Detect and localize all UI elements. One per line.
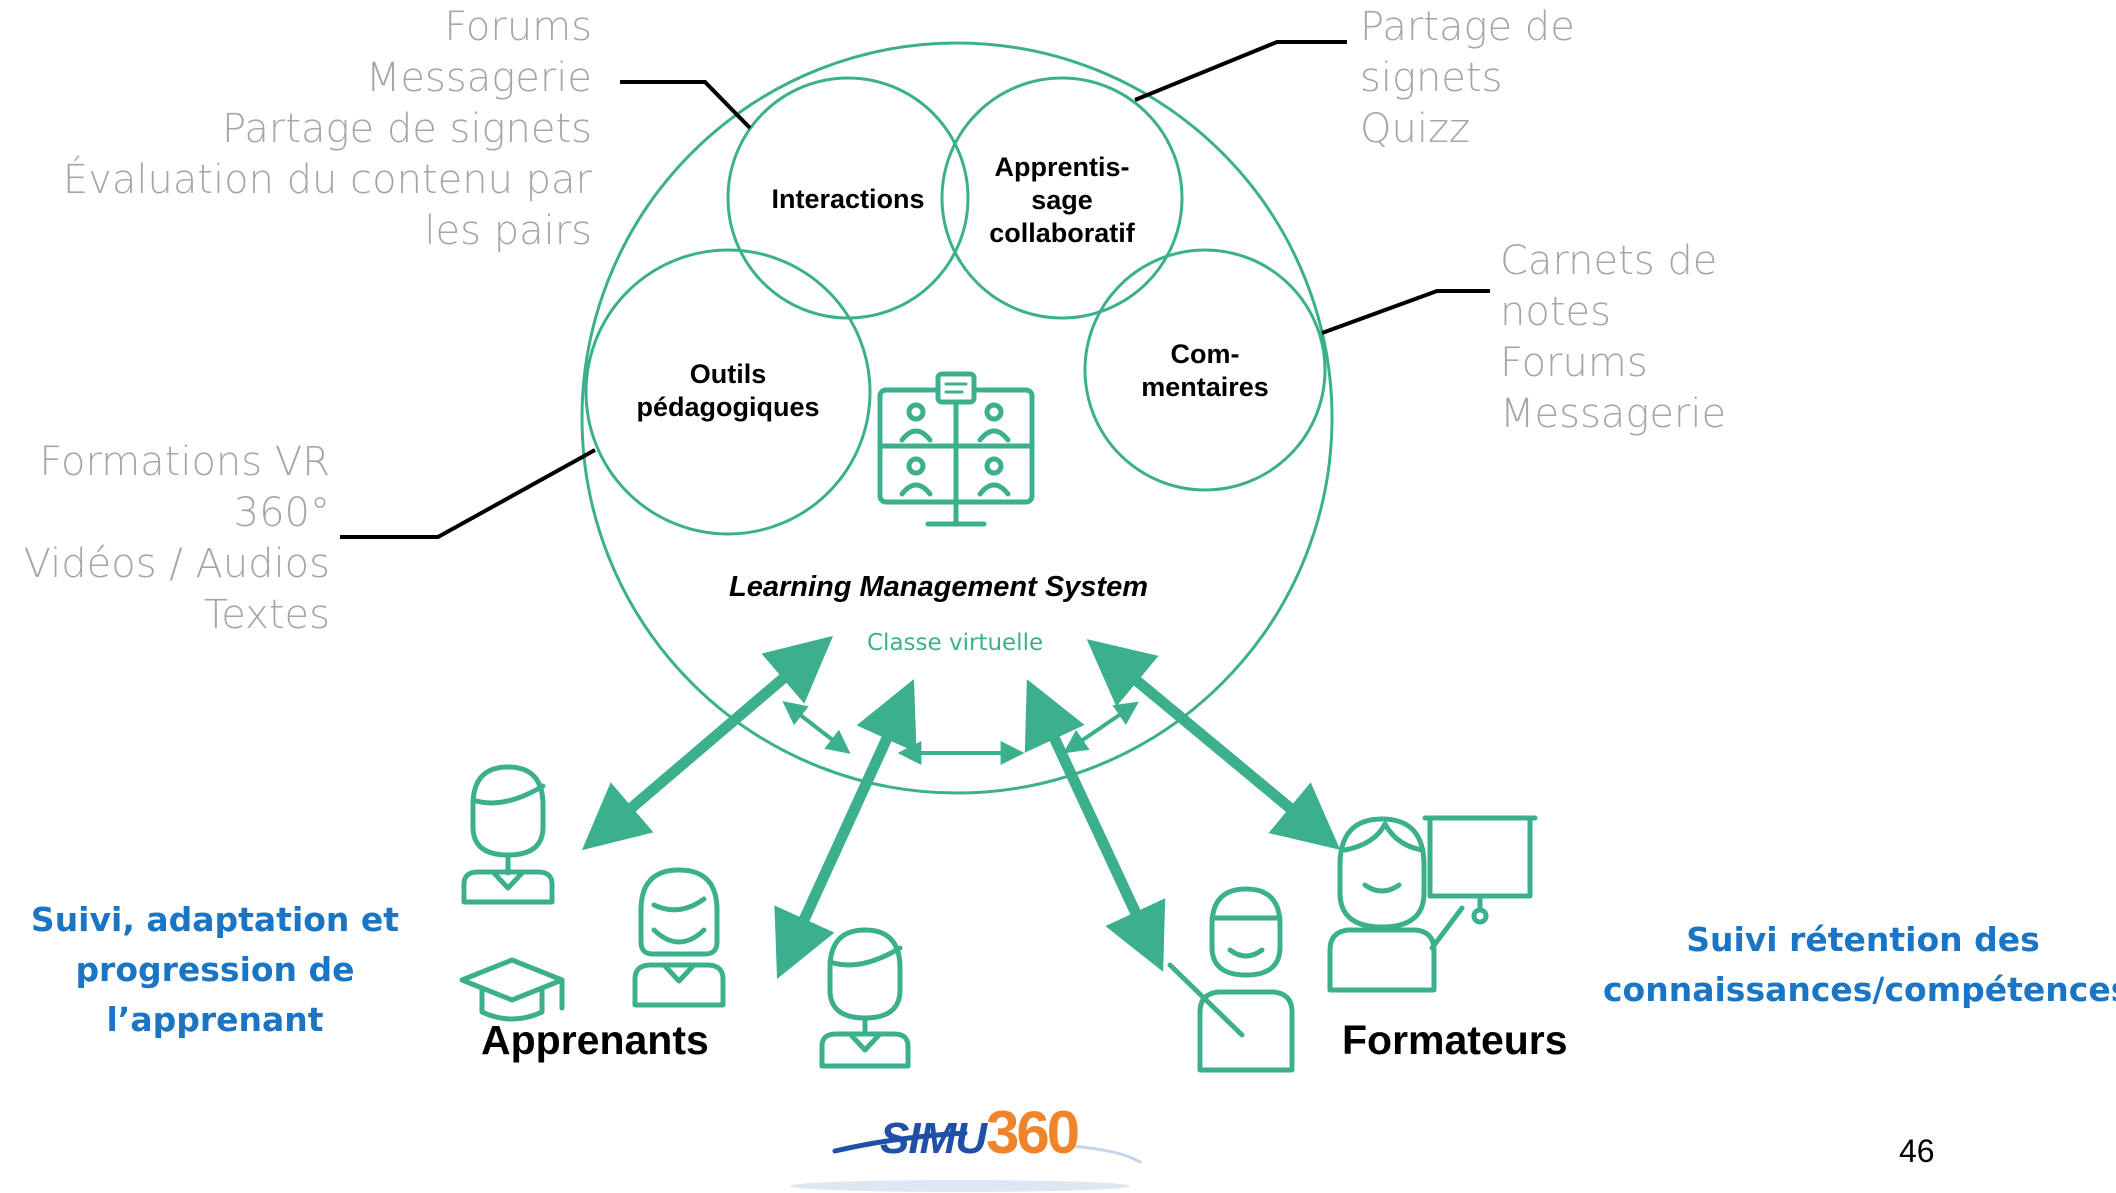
commentaires-label: Com- mentaires	[1105, 338, 1305, 404]
learner-tracking-note: Suivi, adaptation et progression de l’ap…	[20, 895, 410, 1045]
learner-icon-1	[461, 764, 555, 905]
annotation-top-left: Forums Messagerie Partage de signets Éva…	[63, 2, 592, 257]
apprentissage-label: Apprentis- sage collaboratif	[962, 151, 1162, 250]
annotation-line: Formations VR	[39, 439, 330, 485]
annotation-top-right: Partage de signets Quizz	[1360, 2, 1575, 155]
annotation-right: Carnets de notes Forums Messagerie	[1500, 236, 1726, 440]
interactions-label: Interactions	[748, 183, 948, 216]
annotation-line: Partage de	[1360, 4, 1575, 50]
annotation-line: Messagerie	[365, 55, 592, 101]
arrow-lms-trainer-1	[1024, 679, 1166, 972]
annotation-left: Formations VR 360° Vidéos / Audios Texte…	[24, 437, 330, 641]
circle-label-line: Interactions	[771, 184, 925, 214]
connector-top-right	[1134, 40, 1347, 102]
annotation-line: Forums	[444, 4, 592, 50]
logo-360-text: 360	[986, 1099, 1080, 1166]
lms-title: Learning Management System	[729, 571, 1148, 603]
note-line: connaissances/compétences	[1603, 970, 2116, 1009]
annotation-line: Évaluation du contenu par	[62, 157, 592, 203]
annotation-line: signets	[1360, 55, 1503, 101]
logo-simu-text: SIMU	[880, 1114, 987, 1163]
trainer-icon-2	[1327, 815, 1538, 993]
outils-label: Outils pédagogiques	[618, 358, 838, 424]
annotation-line: Forums	[1500, 340, 1648, 386]
annotation-line: notes	[1500, 289, 1611, 335]
logo-shadow	[790, 1180, 1130, 1192]
note-line: l’apprenant	[106, 1000, 324, 1039]
note-line: Suivi, adaptation et	[30, 900, 400, 939]
retention-tracking-note: Suivi rétention des connaissances/compét…	[1603, 915, 2116, 1015]
annotation-line: Quizz	[1360, 106, 1470, 152]
learners-label: Apprenants	[481, 1017, 709, 1063]
circle-label-line: Com-	[1170, 339, 1240, 369]
annotation-line: les pairs	[424, 208, 592, 254]
annotation-line: Vidéos / Audios	[23, 541, 330, 587]
circle-label-line: sage	[1031, 185, 1093, 215]
note-line: Suivi rétention des	[1686, 920, 2040, 959]
circle-label-line: Apprentis-	[994, 152, 1130, 182]
trainer-icon-1	[1167, 886, 1295, 1073]
trainers-label: Formateurs	[1342, 1017, 1568, 1063]
annotation-line: 360°	[233, 490, 330, 536]
logo-swoosh	[832, 1130, 968, 1154]
annotation-line: Textes	[203, 592, 330, 638]
circle-label-line: pédagogiques	[636, 392, 820, 422]
circle-label-line: collaboratif	[989, 218, 1135, 248]
arrow-small-3	[1063, 701, 1139, 754]
annotation-line: Partage de signets	[222, 106, 592, 152]
circle-label-line: mentaires	[1141, 372, 1269, 402]
arrow-small-1	[782, 701, 851, 754]
graduation-cap-icon	[459, 957, 565, 1022]
simu360-logo: SIMU360	[880, 1098, 1080, 1167]
connector-right	[1321, 289, 1490, 335]
commentaires-circle	[1083, 248, 1327, 492]
annotation-line: Messagerie	[1500, 391, 1727, 437]
note-line: progression de	[75, 950, 355, 989]
page-number: 46	[1899, 1133, 1935, 1169]
circle-label-line: Outils	[689, 359, 767, 389]
connector-left	[340, 448, 596, 539]
arrow-lms-learner-2	[774, 678, 917, 980]
arrow-lms-trainer-2	[1086, 639, 1341, 850]
lms-subtitle: Classe virtuelle	[867, 630, 1044, 656]
lms-circle	[580, 41, 1334, 795]
apprentissage-circle	[940, 76, 1184, 320]
connector-top-left	[620, 80, 752, 130]
arrow-lms-learner-1	[581, 635, 834, 851]
learner-icon-2	[632, 867, 726, 1008]
learner-icon-3	[819, 927, 911, 1069]
outils-circle	[584, 248, 872, 536]
annotation-line: Carnets de	[1500, 238, 1718, 284]
virtual-classroom-icon	[877, 371, 1035, 527]
logo-swoosh-2	[1068, 1144, 1142, 1164]
